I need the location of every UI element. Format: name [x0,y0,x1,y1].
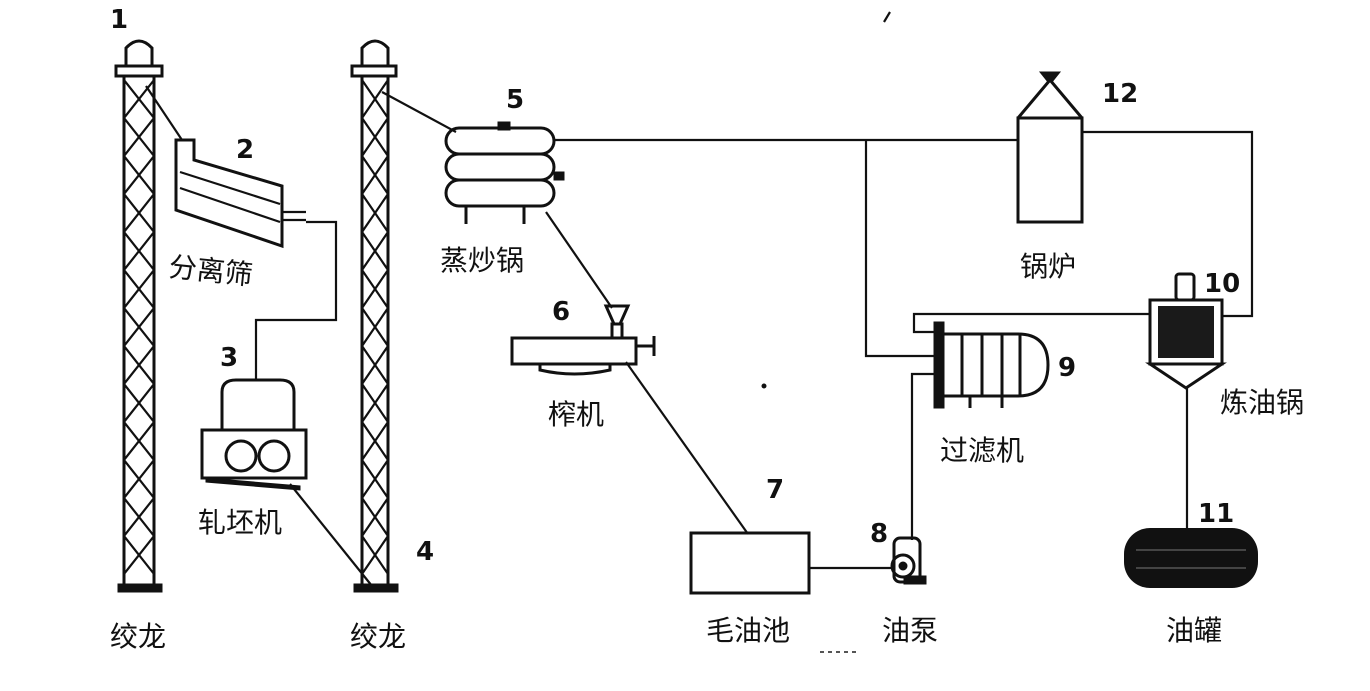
label-number-11: 11 [1198,499,1234,529]
boiler [1016,71,1084,224]
flaking-machine [200,378,308,491]
label-conveyor-1: 绞龙 [110,620,166,653]
label-number-4: 4 [416,537,434,567]
conveyor-2 [350,39,399,593]
label-steamer: 蒸炒锅 [440,244,524,277]
label-number-1: 1 [110,5,128,35]
oil-storage-tank [1124,528,1258,588]
label-conveyor-2: 绞龙 [350,620,406,653]
conveyor-1 [114,39,164,593]
crude-oil-tank [689,531,811,595]
label-number-6: 6 [552,297,570,327]
label-flaker: 轧坯机 [198,506,282,539]
label-crude-oil-tank: 毛油池 [706,614,790,647]
filter-machine [933,321,1050,409]
label-number-7: 7 [766,475,784,505]
scan-mark [883,11,891,23]
label-number-10: 10 [1204,269,1240,299]
oil-pump [890,536,927,585]
label-refining-kettle: 炼油锅 [1220,386,1304,419]
label-boiler: 锅炉 [1020,250,1076,283]
label-number-9: 9 [1058,353,1076,383]
label-number-2: 2 [236,135,254,165]
label-separator: 分离筛 [167,250,254,292]
scan-dot [761,383,767,389]
steam-roaster [444,121,565,224]
label-filter: 过滤机 [940,434,1024,467]
label-storage-tank: 油罐 [1166,614,1222,647]
label-number-3: 3 [220,343,238,373]
label-number-5: 5 [506,85,524,115]
label-number-12: 12 [1102,79,1138,109]
pipelines [254,91,1254,587]
oil-press [510,304,656,376]
label-press: 榨机 [548,398,604,431]
label-pump: 油泵 [882,614,938,647]
label-number-8: 8 [870,519,888,549]
refining-kettle [1145,272,1227,390]
separator-screen [145,85,306,249]
